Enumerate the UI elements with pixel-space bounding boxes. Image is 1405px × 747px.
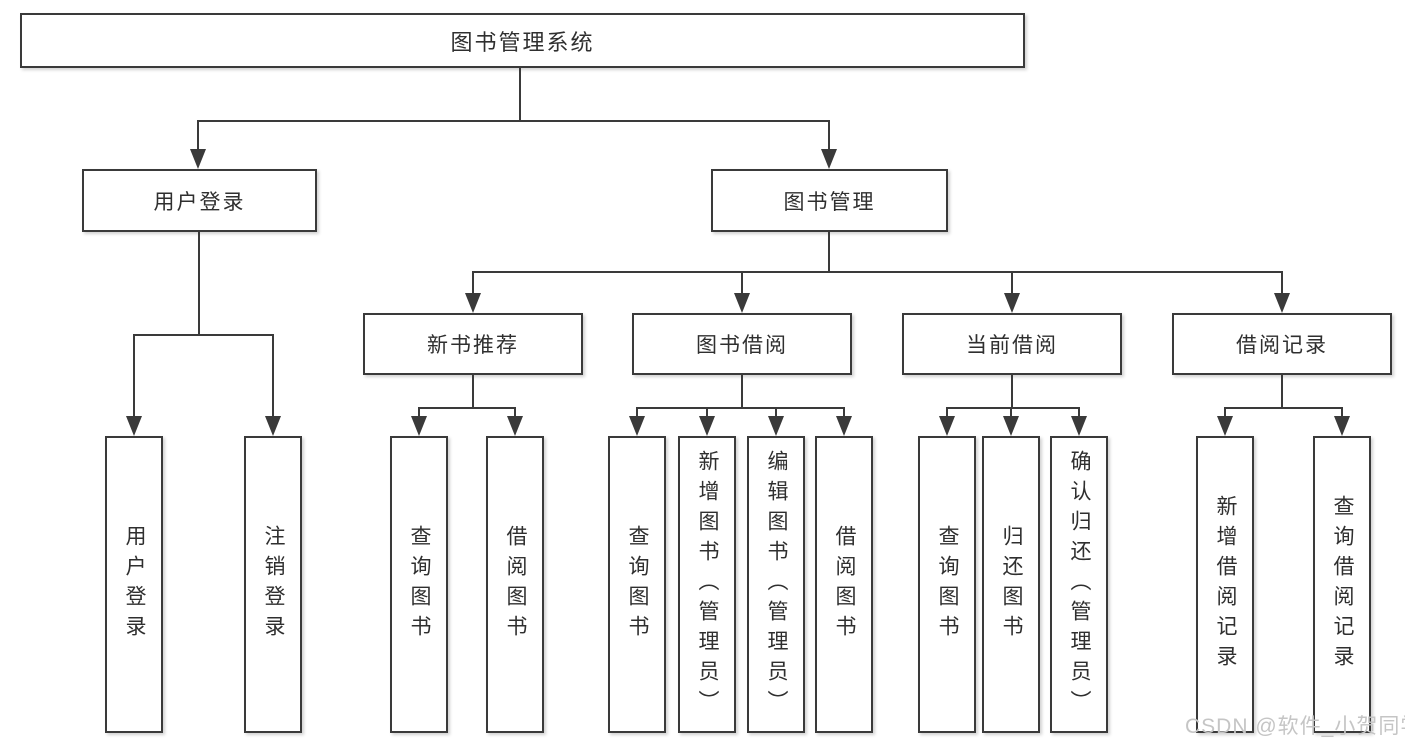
connector-arrow-line xyxy=(946,407,948,418)
connector-arrow-line xyxy=(133,334,135,418)
leaf-return-books: 归还图书 xyxy=(982,436,1040,733)
connector-arrow-line xyxy=(418,407,420,418)
connector-book-mgmt-rail xyxy=(472,271,1283,273)
connector-arrow-line xyxy=(1224,407,1226,418)
arrowhead-icon xyxy=(1274,293,1290,313)
connector-arrow-line xyxy=(514,407,516,418)
connector-rail xyxy=(946,407,1080,409)
connector-rail xyxy=(1224,407,1343,409)
arrowhead-icon xyxy=(465,293,481,313)
arrowhead-icon xyxy=(1071,416,1087,436)
arrowhead-icon xyxy=(190,149,206,169)
node-borrowing-records: 借阅记录 xyxy=(1172,313,1392,375)
leaf-query-books-borrowing: 查询图书 xyxy=(608,436,666,733)
connector-arrow-line xyxy=(706,407,708,418)
node-root: 图书管理系统 xyxy=(20,13,1025,68)
arrowhead-icon xyxy=(821,149,837,169)
connector-arrow-line xyxy=(775,407,777,418)
connector-stub xyxy=(1011,375,1013,409)
leaf-query-books-current: 查询图书 xyxy=(918,436,976,733)
leaf-borrow-books-recommend: 借阅图书 xyxy=(486,436,544,733)
connector-arrow-line xyxy=(636,407,638,418)
leaf-user-login: 用户登录 xyxy=(105,436,163,733)
connector-arrow-line xyxy=(1010,407,1012,418)
connector-stub xyxy=(472,375,474,409)
arrowhead-icon xyxy=(1004,293,1020,313)
node-user-login: 用户登录 xyxy=(82,169,317,232)
connector-root-stub xyxy=(519,68,521,122)
connector-stub xyxy=(741,375,743,409)
arrowhead-icon xyxy=(1217,416,1233,436)
leaf-add-borrow-record: 新增借阅记录 xyxy=(1196,436,1254,733)
arrowhead-icon xyxy=(768,416,784,436)
connector-arrow-line xyxy=(1011,271,1013,295)
arrowhead-icon xyxy=(734,293,750,313)
arrowhead-icon xyxy=(507,416,523,436)
connector-arrow-line xyxy=(1281,271,1283,295)
connector-stub xyxy=(1281,375,1283,409)
arrowhead-icon xyxy=(265,416,281,436)
arrowhead-icon xyxy=(1334,416,1350,436)
node-book-borrowing: 图书借阅 xyxy=(632,313,852,375)
node-new-book-recommendation: 新书推荐 xyxy=(363,313,583,375)
connector-arrow-line xyxy=(272,334,274,418)
connector-arrow-line xyxy=(472,271,474,295)
connector-arrow-line xyxy=(1341,407,1343,418)
leaf-add-books-admin: 新增图书（管理员） xyxy=(678,436,736,733)
connector-arrow-line xyxy=(741,271,743,295)
arrowhead-icon xyxy=(629,416,645,436)
node-current-borrowing: 当前借阅 xyxy=(902,313,1122,375)
connector-arrow-line xyxy=(828,120,830,151)
arrowhead-icon xyxy=(1003,416,1019,436)
leaf-query-borrow-record: 查询借阅记录 xyxy=(1313,436,1371,733)
connector-user-login-stub xyxy=(198,232,200,336)
arrowhead-icon xyxy=(411,416,427,436)
leaf-logout: 注销登录 xyxy=(244,436,302,733)
connector-book-mgmt-stub xyxy=(828,232,830,273)
leaf-confirm-return-admin: 确认归还（管理员） xyxy=(1050,436,1108,733)
connector-rail xyxy=(418,407,516,409)
arrowhead-icon xyxy=(836,416,852,436)
watermark: CSDN @软件_小贺同学 xyxy=(1185,715,1405,738)
connector-level1-rail xyxy=(197,120,830,122)
arrowhead-icon xyxy=(699,416,715,436)
leaf-query-books-recommend: 查询图书 xyxy=(390,436,448,733)
leaf-borrow-books-borrowing: 借阅图书 xyxy=(815,436,873,733)
connector-arrow-line xyxy=(197,120,199,151)
arrowhead-icon xyxy=(126,416,142,436)
arrowhead-icon xyxy=(939,416,955,436)
connector-user-login-rail xyxy=(133,334,274,336)
leaf-edit-books-admin: 编辑图书（管理员） xyxy=(747,436,805,733)
connector-arrow-line xyxy=(1078,407,1080,418)
connector-rail xyxy=(636,407,845,409)
connector-arrow-line xyxy=(843,407,845,418)
node-book-management: 图书管理 xyxy=(711,169,948,232)
